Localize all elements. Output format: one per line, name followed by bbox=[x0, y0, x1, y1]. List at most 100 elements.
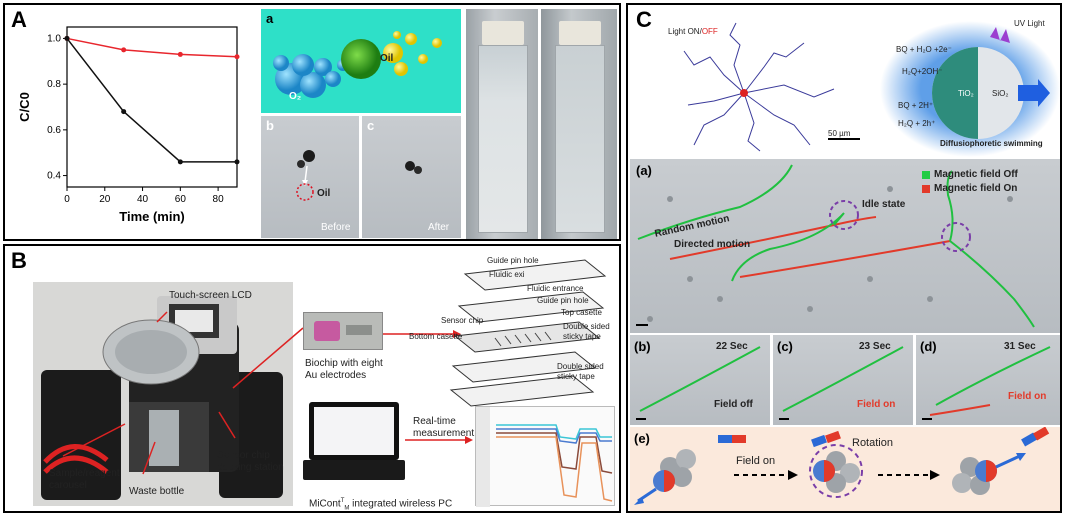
series-0-point-2 bbox=[177, 51, 183, 57]
biochip-photo bbox=[303, 312, 383, 350]
reaction-4: H₂Q + 2h⁺ bbox=[898, 119, 936, 128]
micro-d: (d) 31 Sec Field on bbox=[916, 335, 1060, 425]
fluidic-exit-label: Fluidic exi bbox=[489, 270, 525, 279]
sub-d-c-letter: (d) bbox=[920, 339, 937, 354]
biochip-line2: Au electrodes bbox=[305, 370, 367, 381]
double-tape-2b: sticky tape bbox=[557, 372, 595, 381]
oil-label-sphere: Oil bbox=[380, 53, 394, 64]
double-tape-1a: Double sided bbox=[563, 322, 610, 331]
micro-d-drawing bbox=[922, 346, 1051, 420]
x-tick-label-4: 80 bbox=[213, 194, 225, 205]
rotation-drawing bbox=[634, 427, 1050, 505]
series-1-point-1 bbox=[121, 109, 127, 115]
uv-light-label: UV Light bbox=[1014, 19, 1045, 28]
micro-c: (c) 23 Sec Field on bbox=[773, 335, 913, 425]
y-tick-label-0: 0.4 bbox=[47, 171, 61, 182]
x-tick-label-0: 0 bbox=[64, 194, 70, 205]
y-tick-label-3: 1.0 bbox=[47, 33, 61, 44]
realtime-line1: Real-time bbox=[413, 416, 456, 427]
device-drawing bbox=[41, 296, 283, 500]
sub-c-letter: c bbox=[367, 118, 375, 133]
before-label: Before bbox=[321, 222, 351, 233]
sphere-drawing bbox=[273, 31, 442, 98]
pc-label-sub: M bbox=[344, 505, 350, 512]
idle-state-label: Idle state bbox=[862, 199, 906, 210]
realtime-graph-screenshot bbox=[475, 406, 615, 507]
sub-c-c-letter: (c) bbox=[777, 339, 793, 354]
sensor-dock-line1: Sensor chip bbox=[217, 450, 270, 461]
top-casette-label: Top casette bbox=[561, 308, 602, 317]
micro-c-drawing bbox=[779, 346, 904, 420]
sample-carousel-line1: Sample/reagent bbox=[49, 468, 120, 479]
before-drawing bbox=[296, 150, 315, 201]
time-d-label: 31 Sec bbox=[1004, 341, 1036, 352]
janus-particle-diagram: UV Light BQ + H₂O +2e⁻ H₂Q+2OH⁻ BQ + 2H⁺… bbox=[878, 15, 1060, 157]
sub-e-c-letter: (e) bbox=[634, 431, 650, 446]
micro-before-image: b Oil Before bbox=[261, 116, 359, 238]
double-tape-1b: sticky tape bbox=[563, 332, 601, 341]
scale-bar-label: 50 µm bbox=[828, 129, 851, 138]
y-axis-label: C/C0 bbox=[17, 92, 32, 122]
bottom-casette-label: Bottom casette bbox=[409, 332, 463, 341]
x-tick-label-1: 20 bbox=[99, 194, 111, 205]
sio2-label: SiO₂ bbox=[992, 89, 1009, 98]
cassette-diagram bbox=[449, 259, 607, 407]
time-b-label: 22 Sec bbox=[716, 341, 748, 352]
micro-after-image: c After bbox=[362, 116, 461, 238]
cuvette-photo-2 bbox=[541, 9, 617, 239]
series-1-point-3 bbox=[234, 159, 240, 165]
pc-label-rest: integrated wireless PC bbox=[349, 498, 453, 510]
reaction-2: H₂Q+2OH⁻ bbox=[902, 67, 943, 76]
series-1-point-2 bbox=[177, 159, 183, 165]
reaction-1: BQ + H₂O +2e⁻ bbox=[896, 45, 952, 54]
sensor-dock-line2: docking station bbox=[217, 462, 284, 473]
after-label: After bbox=[428, 222, 450, 233]
x-tick-label-3: 60 bbox=[175, 194, 187, 205]
light-on-off-label: Light ON/OFF bbox=[668, 27, 718, 36]
x-axis-label: Time (min) bbox=[119, 209, 185, 224]
legend-off: Magnetic field Off bbox=[934, 169, 1018, 180]
series-0-point-3 bbox=[234, 54, 240, 60]
sub-a-letter: a bbox=[266, 11, 274, 26]
pc-label: MiContTM integrated wireless PC bbox=[309, 498, 452, 511]
oil-sphere-illustration: a O bbox=[261, 9, 461, 113]
janus-drawing bbox=[880, 21, 1060, 157]
field-off-label: Field off bbox=[714, 399, 753, 410]
panel-b: B bbox=[3, 244, 621, 513]
trajectory-a-drawing bbox=[636, 164, 1035, 328]
panel-b-letter: B bbox=[11, 248, 27, 273]
tio2-label: TiO₂ bbox=[958, 89, 974, 98]
oil-label-micro: Oil bbox=[317, 188, 331, 199]
cuvette-photo-1 bbox=[466, 9, 538, 239]
x-tick-label-2: 40 bbox=[137, 194, 149, 205]
light-off-text: OFF bbox=[701, 27, 718, 36]
field-on-c-label: Field on bbox=[857, 399, 896, 410]
panel-c: C Light ON/OFF 50 µm bbox=[626, 3, 1062, 513]
fluidic-entrance-label: Fluidic entrance bbox=[527, 284, 584, 293]
laptop-photo bbox=[303, 402, 405, 484]
after-drawing bbox=[405, 161, 422, 174]
series-1-point-0 bbox=[64, 35, 70, 41]
series-0-line bbox=[66, 37, 238, 58]
guide-pin-right-label: Guide pin hole bbox=[537, 296, 589, 305]
light-on-text: Light ON bbox=[668, 27, 700, 36]
device-photo bbox=[33, 282, 293, 506]
micro-trajectory-a: (a) Magnetic field Off Magnetic field On… bbox=[630, 159, 1060, 333]
pc-label-sup: T bbox=[340, 498, 345, 504]
legend-on: Magnetic field On bbox=[934, 183, 1018, 194]
realtime-graph-drawing bbox=[476, 407, 613, 507]
field-on-d-label: Field on bbox=[1008, 391, 1047, 402]
series-1-line bbox=[66, 37, 237, 163]
trajectory-drawing bbox=[683, 22, 860, 152]
series-0-point-1 bbox=[121, 47, 127, 53]
pc-label-main: MiCont bbox=[309, 498, 341, 510]
sub-b-letter: b bbox=[266, 118, 274, 133]
diffusio-label: Diffusiophoretic swimming bbox=[940, 139, 1043, 148]
guide-pin-top-label: Guide pin hole bbox=[487, 256, 539, 265]
o2-label: O₂ bbox=[289, 91, 302, 102]
field-on-e-label: Field on bbox=[736, 455, 776, 467]
plot-frame bbox=[66, 26, 238, 188]
